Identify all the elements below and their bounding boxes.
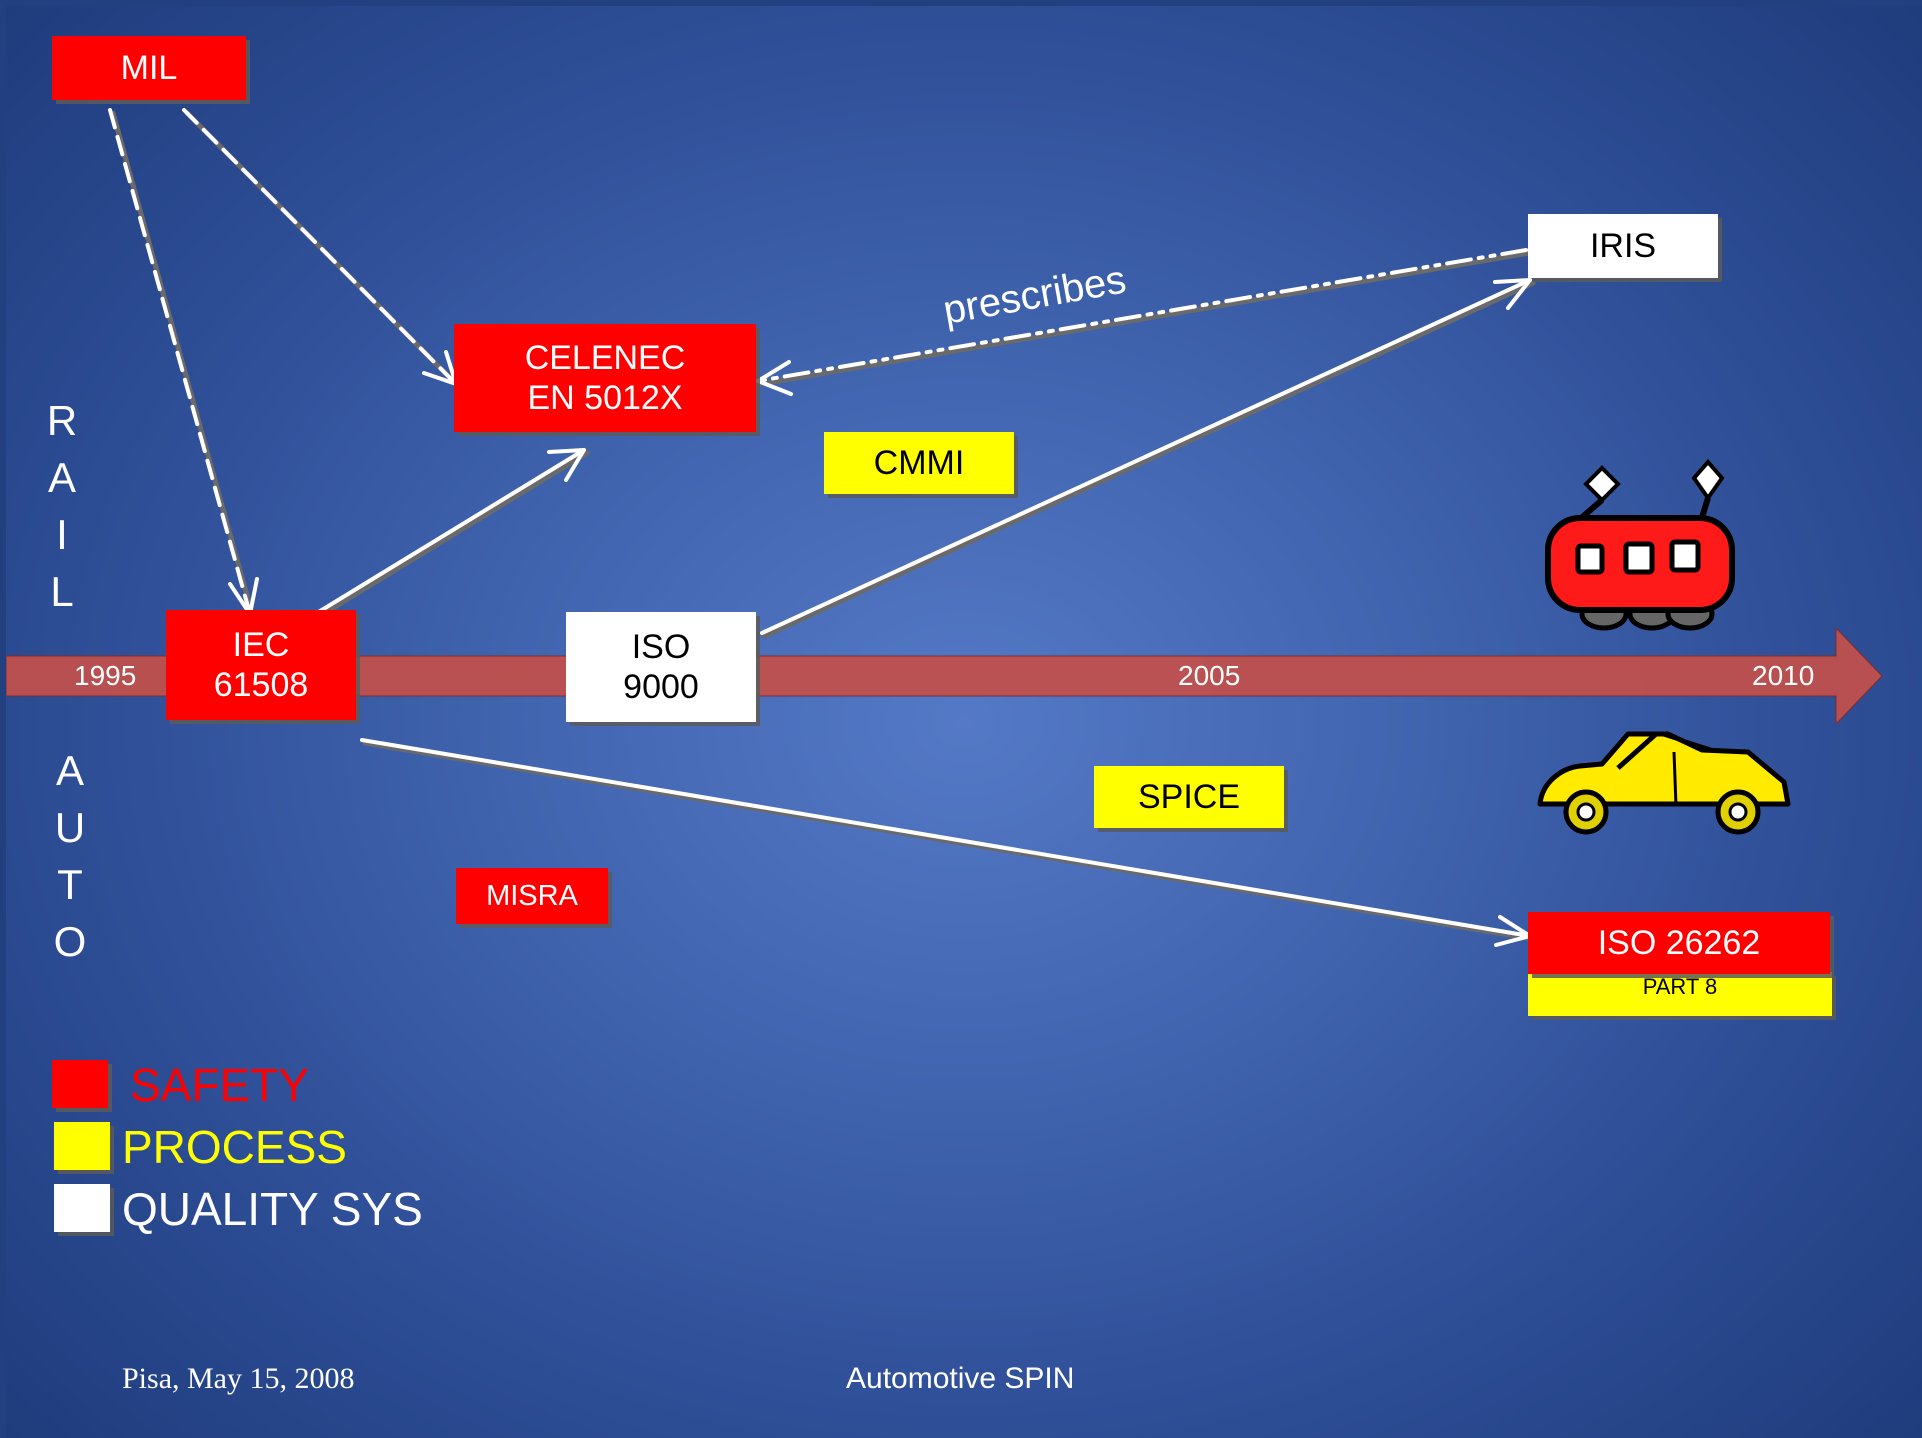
misra-box: MISRA <box>456 868 608 924</box>
legend-label-process: PROCESS <box>122 1121 347 1173</box>
rail-letter: A <box>47 454 76 501</box>
timeline-label-2010: 2010 <box>1752 660 1815 691</box>
arrow-iris-prescribes-celenec <box>756 248 1532 396</box>
rail-letter: L <box>50 568 74 615</box>
iris-box: IRIS <box>1528 214 1718 278</box>
arrow-mil-to-celenec <box>182 108 462 390</box>
iec-line-2: 61508 <box>213 666 309 704</box>
celenec-line-1: CELENEC <box>524 338 686 377</box>
celenec-box: CELENEC EN 5012X <box>454 324 756 432</box>
iec-line-1: IEC <box>232 625 290 664</box>
celenec-line-2: EN 5012X <box>527 379 683 417</box>
iris-label: IRIS <box>1589 226 1657 265</box>
train-icon <box>1545 458 1735 631</box>
legend-label-safety: SAFETY <box>130 1059 309 1111</box>
spice-box: SPICE <box>1094 766 1284 828</box>
iso26262-label: ISO 26262 <box>1597 923 1761 962</box>
auto-letter: O <box>53 918 87 965</box>
iso-26262-box: ISO 26262 <box>1528 912 1830 974</box>
spice-label: SPICE <box>1137 777 1241 816</box>
diagram-canvas: prescribes <box>6 108 1883 947</box>
legend-swatch-safety <box>52 1060 108 1108</box>
mil-box: MIL <box>52 36 246 100</box>
prescribes-label: prescribes <box>940 257 1129 332</box>
cmmi-box: CMMI <box>824 432 1014 494</box>
iso9000-line-1: ISO <box>631 627 691 666</box>
timeline-label-1995: 1995 <box>74 660 137 691</box>
arrow-iso9000-to-iris <box>760 278 1536 639</box>
cmmi-label: CMMI <box>873 443 965 482</box>
timeline-label-2005: 2005 <box>1178 660 1241 691</box>
legend-swatch-quality-sys <box>54 1184 110 1232</box>
rail-letter: R <box>46 397 78 444</box>
legend-swatch-process <box>54 1122 110 1170</box>
slide: prescribes 1995 2005 2 <box>6 6 1922 1438</box>
iso-9000-box: ISO 9000 <box>566 612 756 722</box>
arrow-mil-to-iec <box>108 108 259 620</box>
legend-label-quality-sys: QUALITY SYS <box>122 1183 423 1235</box>
footer-title: Automotive SPIN <box>846 1362 1075 1395</box>
footer-date: Pisa, May 15, 2008 <box>122 1362 355 1395</box>
part8-label: PART 8 <box>1642 974 1718 999</box>
mil-label: MIL <box>120 48 178 87</box>
auto-letter: U <box>54 804 86 851</box>
iec-61508-box: IEC 61508 <box>166 610 356 720</box>
rail-letter: I <box>56 511 68 558</box>
car-icon <box>1537 731 1791 835</box>
arrow-iec-to-celenec <box>310 448 590 622</box>
misra-label: MISRA <box>486 879 578 912</box>
iso9000-line-2: 9000 <box>623 668 699 706</box>
auto-letter: A <box>55 747 84 794</box>
auto-letter: T <box>57 861 83 908</box>
part8-box: PART 8 <box>1528 972 1832 1016</box>
